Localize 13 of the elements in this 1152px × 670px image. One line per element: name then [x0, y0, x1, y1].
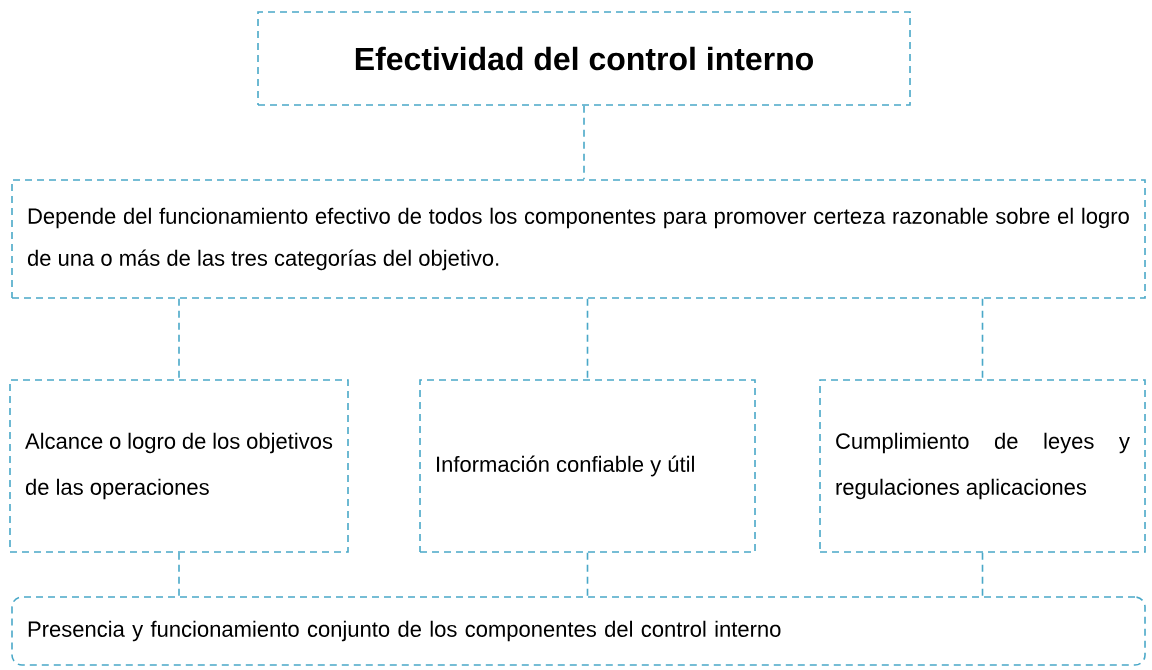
- connector-line: [178, 552, 180, 597]
- category-box: Alcance o logro de los objetivos de las operaciones: [9, 379, 349, 553]
- summary-box: Presencia y funcionamiento conjunto de los componentes del control interno: [11, 596, 1146, 666]
- connector-line: [981, 552, 984, 597]
- connector-line: [178, 298, 180, 380]
- description-box: Depende del funcionamiento efectivo de todos los componentes para promover certeza razonable sobre el logro de una o más de las tres categorías del objetivo.: [11, 179, 1146, 299]
- title-box: Efectividad del control interno: [257, 11, 911, 106]
- connector-line: [583, 105, 585, 180]
- category-box: Información confiable y útil: [419, 379, 756, 553]
- connector-line: [586, 552, 589, 597]
- category-box: Cumplimiento de leyes y regulaciones aplicaciones: [819, 379, 1146, 553]
- connector-line: [981, 298, 984, 380]
- connector-line: [586, 298, 589, 380]
